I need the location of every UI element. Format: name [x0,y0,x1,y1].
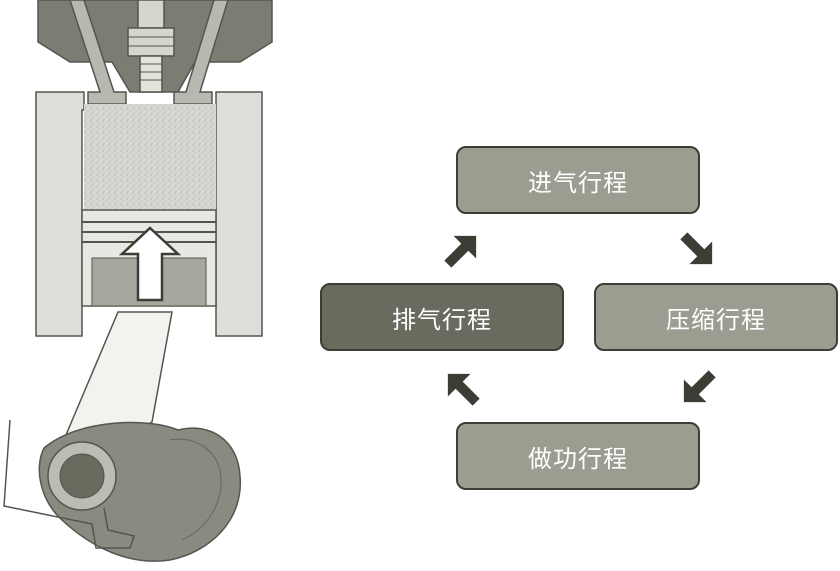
cylinder-wall-right [215,91,263,337]
arrow-intake-to-compression-icon [680,232,713,265]
combustion-chamber [84,104,216,210]
compression-stroke-box: 压缩行程 [594,283,838,351]
power-stroke-box: 做功行程 [456,422,700,490]
cylinder-wall-left [35,91,85,337]
intake-stroke-box: 进气行程 [456,146,700,214]
engine-cross-section [3,0,273,562]
compression-stroke-label: 压缩行程 [666,305,766,334]
exhaust-stroke-box: 排气行程 [320,283,564,351]
arrow-exhaust-to-intake-icon [444,235,477,268]
arrow-compression-to-power-icon [683,370,716,403]
exhaust-stroke-label: 排气行程 [392,305,492,334]
arrow-power-to-exhaust-icon [447,373,480,406]
piston-direction-up-arrow-icon [118,226,182,302]
intake-stroke-label: 进气行程 [528,168,628,197]
spark-plug-icon [127,0,175,93]
power-stroke-label: 做功行程 [528,444,628,473]
